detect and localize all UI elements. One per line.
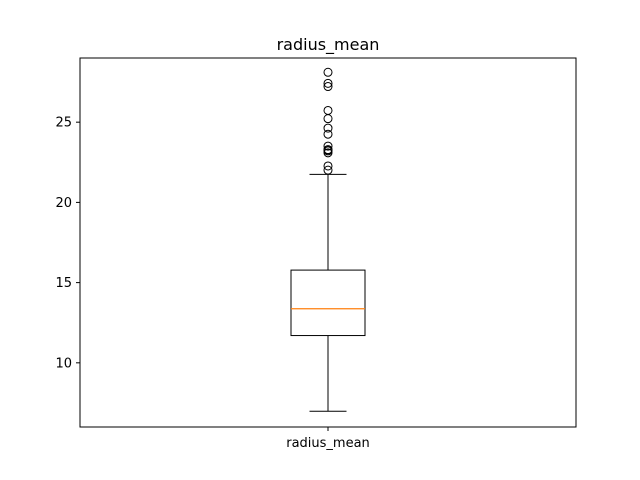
x-tick-label: radius_mean [286, 436, 370, 451]
interquartile-box [290, 269, 366, 337]
outlier-point [323, 82, 333, 92]
outlier-point [323, 141, 333, 151]
y-tick-label: 10 [55, 356, 72, 371]
outlier-point [323, 105, 333, 115]
y-tick-label: 25 [55, 116, 72, 131]
chart-title: radius_mean [277, 35, 380, 55]
box-plot-series [290, 67, 366, 412]
outlier-point [323, 123, 333, 133]
outlier-point [323, 67, 333, 77]
y-axis: 10 15 20 25 [55, 116, 80, 371]
outlier-point [323, 78, 333, 88]
outlier-point [323, 129, 333, 139]
y-tick-label: 15 [55, 276, 72, 291]
y-tick-label: 20 [55, 196, 72, 211]
outlier-point [323, 145, 333, 155]
outlier-point [323, 165, 333, 175]
outlier-point [323, 161, 333, 171]
outlier-point [323, 114, 333, 124]
x-axis: radius_mean [286, 427, 370, 451]
